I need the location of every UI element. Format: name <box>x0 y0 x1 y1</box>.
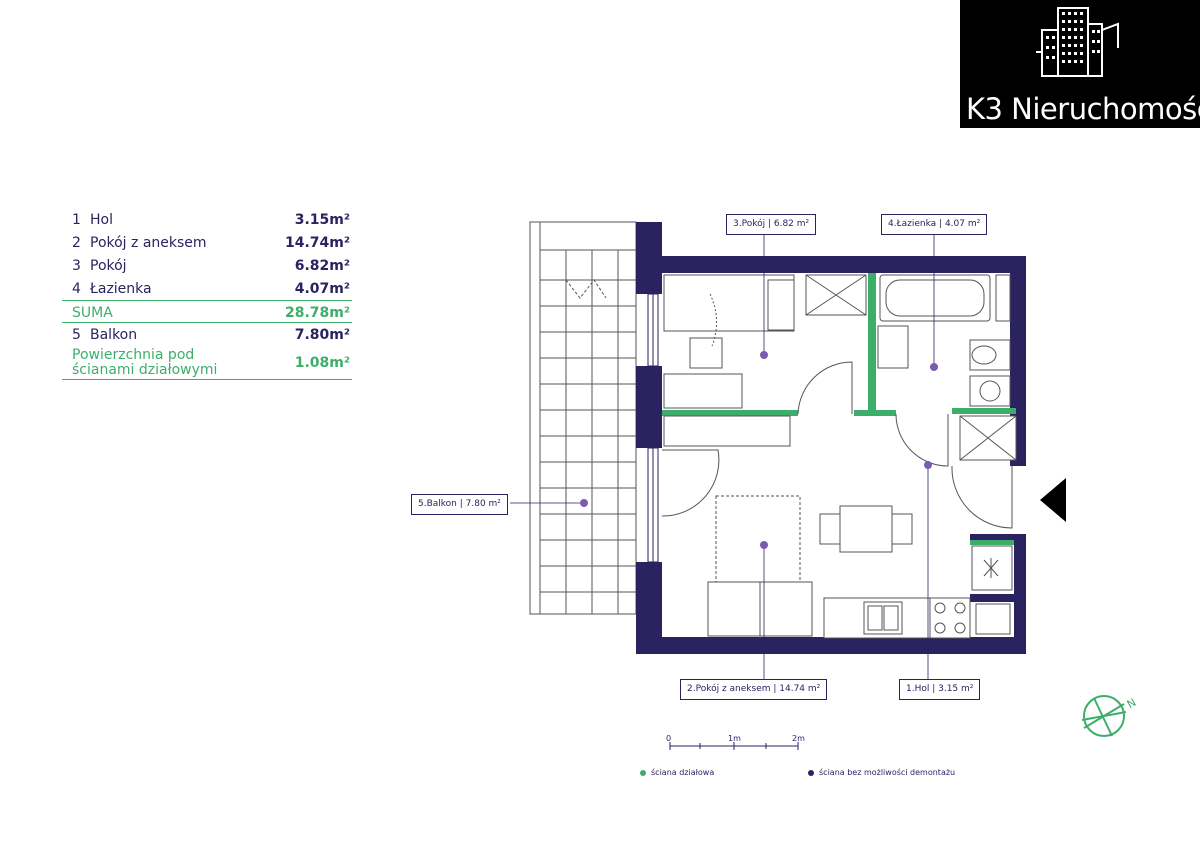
label-room2: 2.Pokój z aneksem | 14.74 m² <box>680 679 828 700</box>
label-room4: 4.Łazienka | 4.07 m² <box>881 214 988 235</box>
furniture <box>661 274 1017 639</box>
building-logo-icon <box>1036 7 1119 77</box>
legend-row-hol: 1 Hol 3.15m² <box>72 212 350 228</box>
area-legend: 1 Hol 3.15m² 2 Pokój z aneksem 14.74m² 3… <box>62 208 352 380</box>
key-partition-wall: ściana działowa <box>640 768 714 777</box>
balcony <box>529 221 637 615</box>
legend-row-pokoj: 3 Pokój 6.82m² <box>72 258 350 274</box>
hall-marker <box>924 461 932 469</box>
compass-icon: N <box>1081 695 1139 737</box>
leader-lines <box>510 233 935 680</box>
partition-dot-icon <box>640 769 646 776</box>
partition-walls <box>662 273 1016 545</box>
legend-row-balkon: 5 Balkon 7.80m² <box>72 327 350 343</box>
legend-row-pokoj-z-aneksem: 2 Pokój z aneksem 14.74m² <box>72 235 350 251</box>
legend-row-sum: SUMA 28.78m² <box>62 300 352 323</box>
room3-marker <box>760 351 768 359</box>
scale-tick-0: 0 <box>666 734 672 743</box>
scale-bar <box>669 742 799 750</box>
structural-walls <box>636 222 1026 654</box>
balcony-marker <box>580 499 588 507</box>
entrance-arrow-icon <box>1040 478 1066 522</box>
structural-dot-icon <box>808 769 814 776</box>
scale-tick-2m: 2m <box>792 734 805 743</box>
scale-tick-1m: 1m <box>728 734 741 743</box>
label-room3: 3.Pokój | 6.82 m² <box>726 214 817 235</box>
room4-marker <box>930 363 938 371</box>
room2-marker <box>760 541 768 549</box>
label-balcony: 5.Balkon | 7.80 m² <box>411 494 508 515</box>
label-hall: 1.Hol | 3.15 m² <box>899 679 981 700</box>
room-markers <box>580 351 938 549</box>
brand-logo: K3 Nieruchomości <box>960 0 1200 128</box>
brand-name: K3 Nieruchomości <box>966 92 1200 126</box>
key-structural-wall: ściana bez możliwości demontażu <box>808 768 955 777</box>
windows <box>647 293 659 563</box>
svg-text:N: N <box>1125 696 1139 711</box>
legend-row-lazienka: 4 Łazienka 4.07m² <box>72 281 350 297</box>
